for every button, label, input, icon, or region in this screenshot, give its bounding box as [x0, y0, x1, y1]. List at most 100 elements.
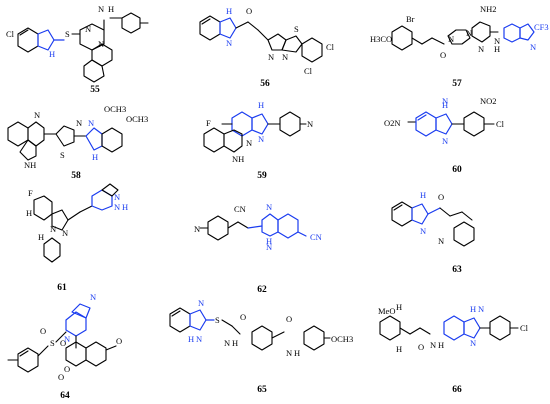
- compound-64: O S O N N O O O 64: [7, 292, 122, 401]
- atom-label: H: [494, 44, 500, 54]
- atom-label: NH: [24, 160, 36, 170]
- atom-label: F: [28, 188, 33, 198]
- atom-label: O: [440, 50, 446, 60]
- atom-label: Cl: [6, 29, 15, 39]
- atom-label: N: [448, 34, 454, 44]
- atom-label: H: [122, 202, 128, 212]
- compound-number: 66: [452, 385, 462, 395]
- atom-label: N: [196, 334, 202, 344]
- compound-63: H N O N 63: [391, 190, 475, 275]
- compound-number: 65: [257, 385, 267, 395]
- atom-label: N: [88, 118, 94, 128]
- atom-label: N: [258, 134, 264, 144]
- atom-label: N: [478, 44, 484, 54]
- atom-label: OCH3: [126, 114, 148, 124]
- atom-label: H: [26, 208, 32, 218]
- atom-label: O2N: [384, 118, 401, 128]
- atom-label: N: [114, 192, 120, 202]
- atom-label: NH: [232, 154, 244, 164]
- compound-number: 61: [57, 283, 67, 293]
- atom-label: O: [116, 336, 122, 346]
- compound-59: H N N F NH N 59: [203, 100, 313, 181]
- atom-label: N: [478, 304, 484, 314]
- compound-65: N H N S O N H O N H OCH3 65: [169, 298, 353, 395]
- atom-label: H: [396, 344, 402, 354]
- atom-label: H3CO: [370, 34, 392, 44]
- atom-label: NO2: [480, 96, 497, 106]
- atom-label: H: [188, 334, 194, 344]
- atom-label: Cl: [496, 119, 505, 129]
- atom-label: O: [418, 342, 424, 352]
- compound-number: 60: [452, 165, 462, 175]
- compound-number: 56: [260, 79, 270, 89]
- atom-label: Cl: [520, 323, 529, 333]
- atom-label: H: [442, 100, 448, 110]
- compound-number: 64: [60, 391, 70, 401]
- atom-label: O: [60, 338, 66, 348]
- atom-label: N: [470, 338, 476, 348]
- atom-label: H: [232, 338, 238, 348]
- atom-label: O: [40, 326, 46, 336]
- atom-label: H: [266, 236, 272, 246]
- atom-label: N: [266, 202, 272, 212]
- atom-label: N: [530, 42, 536, 52]
- atom-label: O: [64, 364, 70, 374]
- atom-label: N: [420, 226, 426, 236]
- compound-number: 55: [90, 85, 100, 95]
- atom-label: H: [108, 4, 114, 14]
- atom-label: CF3: [534, 22, 549, 32]
- compound-number: 59: [257, 171, 267, 181]
- compound-number: 62: [257, 285, 267, 295]
- atom-label: OCH3: [104, 104, 126, 114]
- compound-60: O2N H N N NO2 Cl 60: [384, 96, 505, 175]
- atom-label: H: [92, 152, 98, 162]
- compound-56: H N O N N S Cl Cl 56: [199, 6, 335, 89]
- atom-label: NH2: [480, 4, 497, 14]
- atom-label: Cl: [304, 66, 313, 76]
- atom-label: N: [50, 224, 56, 234]
- atom-label: N: [286, 348, 292, 358]
- atom-label: N: [98, 4, 104, 14]
- atom-label: N: [438, 236, 444, 246]
- atom-label: N: [62, 228, 68, 238]
- atom-label: N: [307, 119, 313, 129]
- atom-label: N: [224, 338, 230, 348]
- atom-label: N: [466, 28, 472, 38]
- atom-label: CN: [310, 232, 322, 242]
- atom-label: N: [442, 96, 448, 106]
- atom-label: H: [38, 232, 44, 242]
- atom-label: O: [240, 312, 246, 322]
- atom-label: S: [65, 29, 70, 39]
- compound-61: F H N N N N H H 61: [26, 183, 128, 293]
- atom-label: MeO: [378, 306, 395, 316]
- compound-55: Cl H S N N N H 55: [6, 4, 149, 95]
- atom-label: H: [396, 302, 402, 312]
- compound-66: MeO H H O N H H N N Cl 66: [378, 302, 529, 395]
- compound-58: N NH S N N H OCH3 OCH3 58: [7, 104, 148, 181]
- atom-label: H: [470, 304, 476, 314]
- atom-label: H: [226, 6, 232, 16]
- atom-label: O: [246, 6, 252, 16]
- atom-label: N: [34, 110, 40, 120]
- atom-label: N: [76, 118, 82, 128]
- atom-label: CN: [234, 204, 246, 214]
- compound-number: 63: [452, 265, 462, 275]
- atom-label: F: [206, 118, 211, 128]
- atom-label: O: [58, 372, 64, 382]
- atom-label: N: [282, 52, 288, 62]
- atom-label: H: [258, 100, 264, 110]
- atom-label: S: [215, 315, 220, 325]
- atom-label: OCH3: [331, 334, 353, 344]
- atom-label: N: [430, 340, 436, 350]
- atom-label: N: [85, 24, 91, 34]
- atom-label: N: [266, 242, 272, 252]
- atom-label: N: [226, 38, 232, 48]
- atom-label: O: [438, 192, 444, 202]
- atom-label: Br: [406, 14, 415, 24]
- atom-label: H: [294, 348, 300, 358]
- atom-label: N: [114, 202, 120, 212]
- atom-label: S: [60, 150, 65, 160]
- atom-label: Cl: [326, 42, 335, 52]
